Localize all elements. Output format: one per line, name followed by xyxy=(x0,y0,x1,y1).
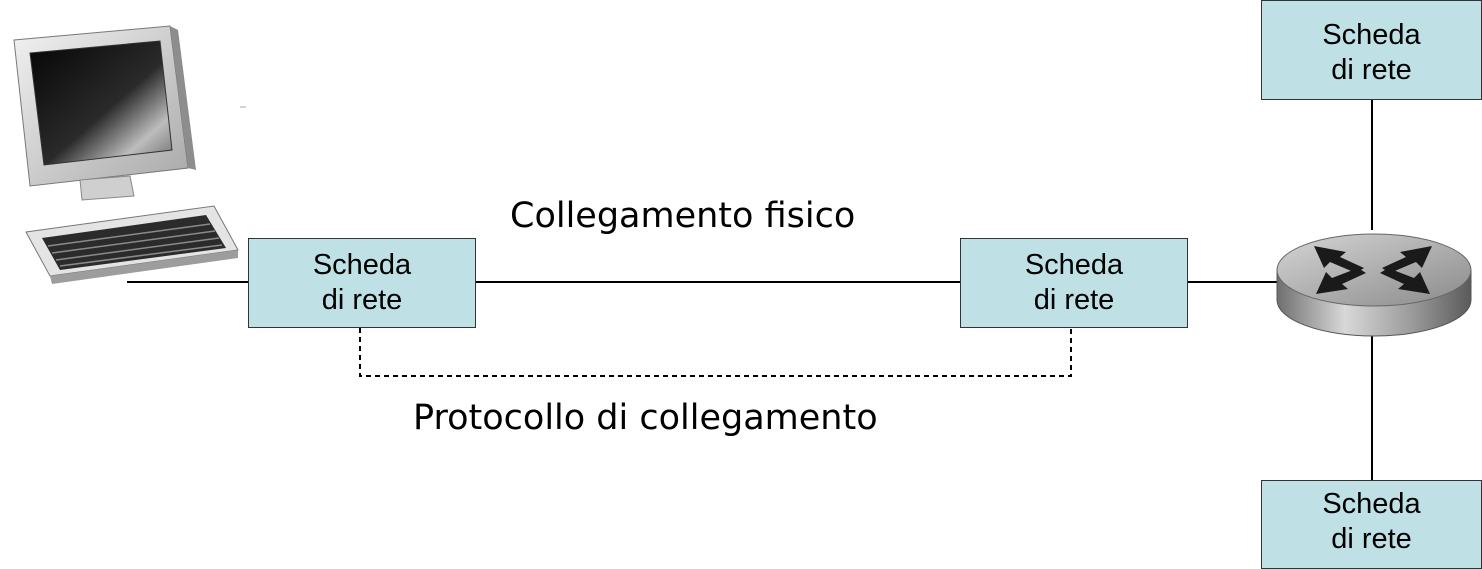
nic-host: Scheda di rete xyxy=(248,238,476,328)
nic-bottom: Scheda di rete xyxy=(1261,480,1482,569)
nic-top-line2: di rete xyxy=(1331,54,1412,86)
nic-top-line1: Scheda xyxy=(1322,19,1421,51)
desktop-computer-icon xyxy=(13,25,246,284)
nic-bottom-line1: Scheda xyxy=(1322,488,1421,520)
nic-middle: Scheda di rete xyxy=(960,238,1188,328)
nic-bottom-line2: di rete xyxy=(1331,523,1412,555)
nic-top: Scheda di rete xyxy=(1261,0,1482,100)
nic-middle-line2: di rete xyxy=(1033,284,1115,316)
link-protocol-label: Protocollo di collegamento xyxy=(413,398,878,438)
link-protocol-line xyxy=(359,328,1072,377)
router-icon xyxy=(1276,233,1472,337)
nic-middle-line1: Scheda xyxy=(1024,249,1124,281)
nic-host-line1: Scheda xyxy=(312,249,412,281)
nic-host-line2: di rete xyxy=(321,284,403,316)
physical-link-label: Collegamento fisico xyxy=(510,196,856,236)
